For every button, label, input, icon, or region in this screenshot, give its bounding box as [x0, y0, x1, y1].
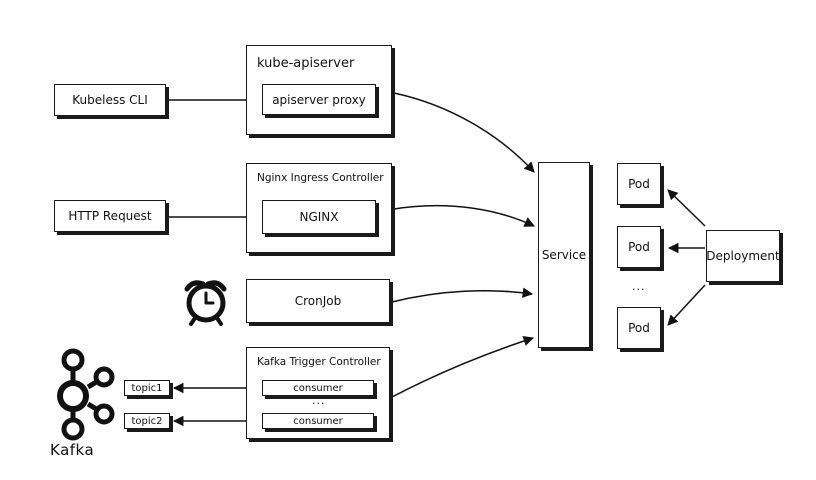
consumer-ellipsis: ... — [312, 394, 326, 407]
consumer-box: consumer — [262, 380, 374, 396]
deployment-box: Deployment — [706, 230, 780, 282]
pod-box: Pod — [617, 307, 661, 349]
topic-box: topic1 — [124, 380, 170, 396]
arrow-deployment-to-pod3 — [667, 284, 706, 326]
http-request-box: HTTP Request — [54, 200, 166, 232]
kafka-logo-icon — [57, 348, 115, 441]
service-box: Service — [538, 162, 590, 348]
apiserver-proxy-box: apiserver proxy — [262, 84, 376, 115]
pod-box: Pod — [617, 226, 661, 268]
consumer-box: consumer — [262, 413, 374, 429]
pods-ellipsis: ... — [632, 280, 646, 293]
cronjob-box: CronJob — [246, 279, 390, 323]
nginx-box: NGINX — [262, 200, 376, 234]
kafka-trigger-title: Kafka Trigger Controller — [257, 356, 381, 368]
kube-apiserver-title: kube-apiserver — [257, 56, 355, 71]
arrow-kafka-to-service — [391, 335, 534, 398]
kubeless-cli-box: Kubeless CLI — [54, 84, 166, 116]
arrow-nginx-to-service — [393, 204, 535, 227]
arrow-cronjob-to-service — [391, 287, 534, 303]
nginx-ingress-title: Nginx Ingress Controller — [257, 172, 384, 184]
arrow-deployment-to-pod1 — [667, 189, 706, 227]
kafka-label: Kafka — [50, 441, 95, 459]
pod-box: Pod — [617, 163, 661, 205]
topic-box: topic2 — [124, 413, 170, 429]
arrow-apiserver-to-service — [393, 92, 535, 173]
alarm-clock-icon — [184, 280, 227, 326]
